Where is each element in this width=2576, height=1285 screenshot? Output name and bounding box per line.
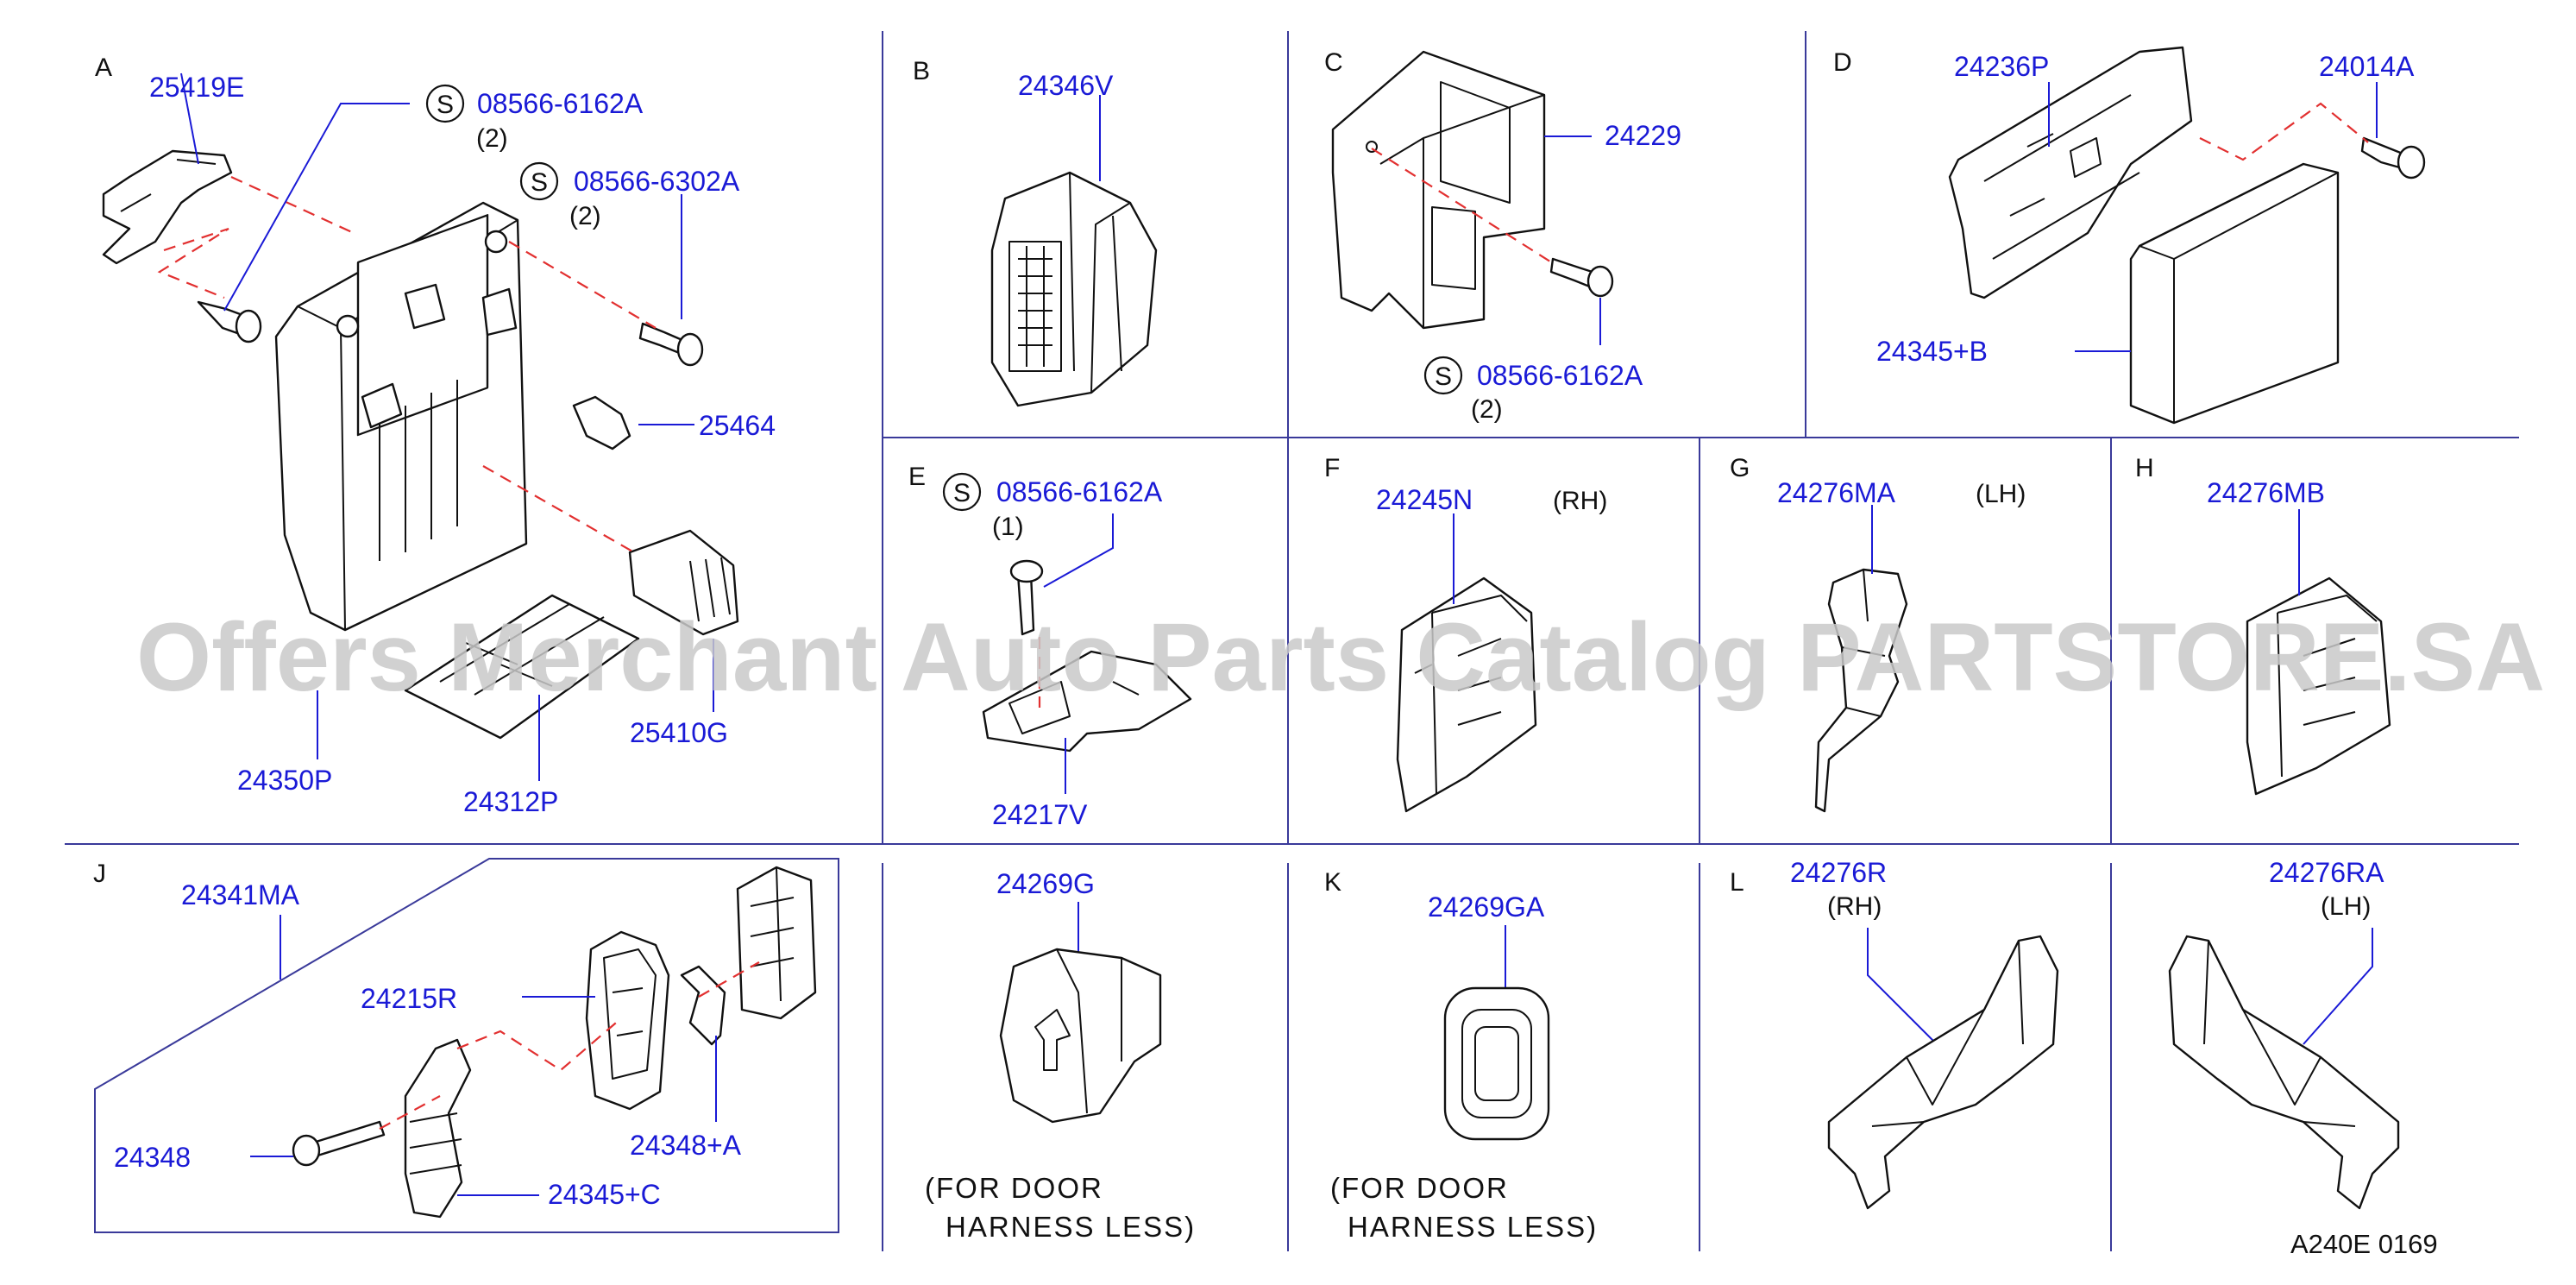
section-d: D 24236P 24014A 24345+B — [1833, 46, 2426, 425]
note-for-door-24269g: (FOR DOOR — [925, 1172, 1103, 1204]
part-number-24245n[interactable]: 24245N — [1376, 484, 1473, 515]
section-k: K 24269GA (FOR DOOR HARNESS LESS) — [1324, 868, 1598, 1243]
section-b: B 24346V — [913, 57, 1158, 407]
section-label-l: L — [1730, 868, 1744, 897]
section-h: H 24276MB — [2135, 454, 2391, 796]
part-number-24348a[interactable]: 24348+A — [630, 1130, 742, 1161]
bracket-24276r[interactable] — [1827, 935, 2059, 1210]
part-number-25410g[interactable]: 25410G — [630, 717, 728, 748]
qty-08566-6162a-a: (2) — [476, 124, 508, 153]
part-number-24350p[interactable]: 24350P — [237, 765, 332, 796]
side-rh-f: (RH) — [1553, 487, 1607, 515]
grommet-24269ga[interactable] — [1443, 986, 1550, 1141]
bracket-24229[interactable] — [1331, 50, 1546, 330]
bracket-25419e[interactable] — [102, 149, 233, 265]
s-mark-e: S — [953, 479, 971, 507]
diagram-code: A240E 0169 — [2290, 1229, 2438, 1259]
bracket-24345c[interactable] — [404, 1038, 472, 1219]
part-number-24345b[interactable]: 24345+B — [1876, 336, 1988, 367]
qty-08566-6302a: (2) — [569, 202, 601, 230]
section-e: E S 08566-6162A (1) 24217V — [908, 463, 1192, 830]
part-number-24346v[interactable]: 24346V — [1018, 70, 1114, 101]
bracket-24236p[interactable] — [1948, 46, 2193, 299]
part-number-24014a[interactable]: 24014A — [2319, 51, 2415, 82]
part-number-24312p[interactable]: 24312P — [463, 786, 558, 817]
part-number-24269ga[interactable]: 24269GA — [1428, 891, 1545, 923]
side-lh-g: (LH) — [1976, 480, 2026, 508]
part-number-24276r[interactable]: 24276R — [1790, 857, 1887, 888]
section-label-e: E — [908, 463, 926, 491]
part-number-08566-6162a-c[interactable]: 08566-6162A — [1477, 360, 1643, 391]
fuse-25464[interactable] — [572, 395, 631, 450]
section-j: J 24341MA 24215R 24348+A 24348 24345+C — [93, 858, 839, 1233]
section-label-k: K — [1324, 868, 1341, 897]
bracket-24276ra[interactable] — [2168, 935, 2400, 1210]
side-lh-l: (LH) — [2321, 892, 2371, 921]
section-label-d: D — [1833, 48, 1852, 77]
part-number-24276ra[interactable]: 24276RA — [2269, 857, 2384, 888]
section-label-j: J — [93, 860, 106, 888]
part-number-24229[interactable]: 24229 — [1605, 120, 1681, 151]
s-mark-a2: S — [531, 168, 548, 197]
part-number-24341ma[interactable]: 24341MA — [181, 879, 300, 910]
part-number-25419e[interactable]: 25419E — [149, 72, 244, 103]
section-a: A — [95, 54, 776, 817]
grommet-24269g[interactable] — [999, 948, 1162, 1124]
section-24269g: 24269G (FOR DOOR HARNESS LESS) — [925, 868, 1196, 1243]
part-number-24215r[interactable]: 24215R — [361, 983, 457, 1014]
part-number-08566-6302a[interactable]: 08566-6302A — [574, 166, 740, 197]
s-mark-a1: S — [437, 91, 454, 119]
part-number-08566-6162a-a[interactable]: 08566-6162A — [477, 88, 644, 119]
section-label-c: C — [1324, 48, 1343, 77]
part-number-24276mb[interactable]: 24276MB — [2207, 477, 2325, 508]
bracket-24217v[interactable] — [982, 650, 1192, 753]
section-label-a: A — [95, 54, 112, 82]
module-24345b[interactable] — [2129, 162, 2340, 425]
connector-24346v[interactable] — [990, 171, 1158, 407]
clip-24348a[interactable] — [680, 965, 726, 1046]
qty-08566-6162a-c: (2) — [1471, 395, 1503, 424]
part-number-24217v[interactable]: 24217V — [992, 799, 1088, 830]
note-harness-less-24269g: HARNESS LESS) — [946, 1211, 1196, 1243]
section-c: C 24229 S 08566-6162A (2) — [1324, 48, 1681, 424]
section-dividers — [65, 31, 2519, 1251]
note-for-door-24269ga: (FOR DOOR — [1330, 1172, 1509, 1204]
bracket-24215r[interactable] — [585, 930, 670, 1111]
part-number-08566-6162a-e[interactable]: 08566-6162A — [996, 476, 1163, 507]
part-number-24348[interactable]: 24348 — [114, 1142, 191, 1173]
relay-25410g[interactable] — [628, 529, 739, 636]
section-g: G 24276MA (LH) — [1730, 454, 2026, 813]
section-l: L 24276R (RH) 24276RA (LH) — [1730, 857, 2400, 1210]
part-number-24276ma[interactable]: 24276MA — [1777, 477, 1896, 508]
part-number-24345c[interactable]: 24345+C — [548, 1179, 661, 1210]
section-f: F 24245N (RH) — [1324, 454, 1607, 813]
part-number-25464[interactable]: 25464 — [699, 410, 776, 441]
bolt-24348[interactable] — [309, 1120, 386, 1158]
part-number-24269g[interactable]: 24269G — [996, 868, 1095, 899]
side-rh-l: (RH) — [1827, 892, 1882, 921]
s-mark-c: S — [1435, 362, 1452, 391]
bracket-24276ma[interactable] — [1814, 568, 1908, 813]
section-label-b: B — [913, 57, 930, 85]
section-label-g: G — [1730, 454, 1750, 482]
note-harness-less-24269ga: HARNESS LESS) — [1348, 1211, 1598, 1243]
section-label-h: H — [2135, 454, 2154, 482]
section-label-f: F — [1324, 454, 1340, 482]
part-number-24236p[interactable]: 24236P — [1954, 51, 2049, 82]
qty-08566-6162a-e: (1) — [992, 513, 1024, 541]
watermark: Offers Merchant Auto Parts Catalog PARTS… — [136, 603, 2545, 711]
